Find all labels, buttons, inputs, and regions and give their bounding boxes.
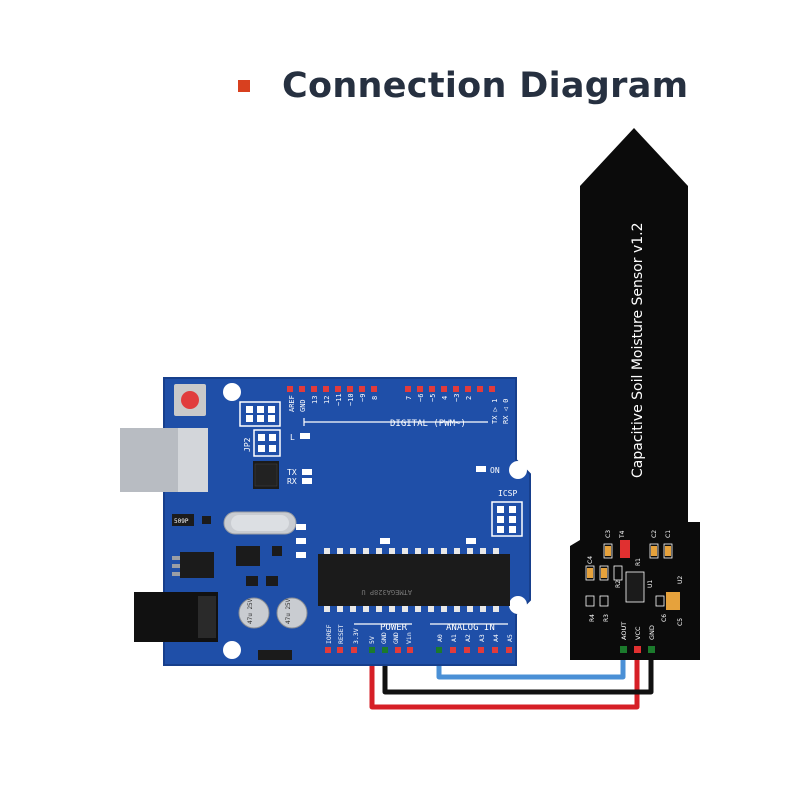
svg-text:GND: GND [648, 625, 656, 640]
svg-text:~11: ~11 [335, 393, 343, 406]
svg-text:~9: ~9 [359, 394, 367, 402]
svg-text:47u 25V: 47u 25V [285, 598, 292, 624]
crystal-label: 509P [174, 518, 189, 525]
svg-text:A1: A1 [450, 634, 458, 642]
svg-text:TX ▷ 1: TX ▷ 1 [491, 399, 499, 424]
svg-text:U2: U2 [677, 576, 684, 584]
svg-text:R4: R4 [589, 614, 596, 622]
svg-text:RX ◁ 0: RX ◁ 0 [502, 399, 510, 424]
svg-text:C2: C2 [651, 530, 658, 538]
svg-text:3.3V: 3.3V [352, 628, 360, 644]
capacitor-2: 47u 25V [276, 597, 308, 629]
jp2-label: JP2 [243, 437, 252, 452]
svg-text:~10: ~10 [347, 393, 355, 406]
icsp-label: ICSP [498, 489, 517, 498]
sensor-name: Capacitive Soil Moisture Sensor v1.2 [630, 222, 646, 478]
svg-text:GND: GND [380, 632, 388, 644]
led-tx-label: TX [287, 468, 297, 477]
mount-hole [509, 596, 527, 614]
svg-text:8: 8 [371, 396, 379, 400]
svg-text:4: 4 [441, 396, 449, 400]
mount-hole [223, 641, 241, 659]
svg-text:7: 7 [405, 396, 413, 400]
svg-text:RESET: RESET [337, 624, 345, 644]
svg-text:VCC: VCC [634, 626, 642, 640]
board-pcb [163, 377, 531, 666]
svg-text:12: 12 [323, 396, 331, 404]
analog-label: ANALOG IN [446, 623, 495, 633]
svg-text:C5: C5 [677, 618, 684, 626]
svg-text:IOREF: IOREF [325, 624, 333, 644]
svg-text:C1: C1 [665, 530, 672, 538]
atmega-chip: ATMEGA328P U [318, 548, 510, 612]
svg-text:47u 25V: 47u 25V [247, 598, 254, 624]
digital-label: DIGITAL (PWM~) [390, 419, 466, 429]
svg-text:A2: A2 [464, 634, 472, 642]
wire-5v-to-vcc [369, 650, 640, 710]
power-label: POWER [380, 623, 408, 633]
svg-text:C4: C4 [587, 556, 594, 564]
led-rx-label: RX [287, 477, 297, 486]
power-header: IOREF RESET 3.3V 5V GND GND Vin [325, 624, 413, 653]
led-l-label: L [290, 433, 295, 442]
svg-text:T4: T4 [619, 530, 626, 539]
svg-text:~3: ~3 [453, 394, 461, 402]
arduino-board: JP2 L TX RX ON ICSP 509P [120, 377, 531, 666]
sensor-probe [570, 128, 700, 660]
svg-text:C6: C6 [661, 614, 668, 622]
svg-text:~6: ~6 [417, 394, 425, 402]
svg-text:ATMEGA328P U: ATMEGA328P U [361, 588, 412, 596]
title-bullet [238, 80, 250, 92]
svg-text:13: 13 [311, 396, 319, 404]
svg-text:AREF: AREF [288, 395, 296, 412]
sensor-pins: AOUT VCC GND [620, 622, 656, 653]
svg-text:A4: A4 [492, 634, 500, 642]
svg-text:AOUT: AOUT [620, 622, 628, 640]
on-label: ON [490, 466, 500, 475]
svg-text:U1: U1 [647, 580, 654, 588]
svg-text:5V: 5V [368, 636, 376, 644]
svg-text:2: 2 [465, 396, 473, 400]
analog-header: A0 A1 A2 A3 A4 A5 [436, 634, 514, 653]
diagram-title: Connection Diagram [238, 66, 688, 106]
voltage-regulator [180, 552, 214, 578]
capacitor-1: 47u 25V [238, 597, 270, 629]
title-text: Connection Diagram [282, 66, 689, 106]
svg-text:A3: A3 [478, 634, 486, 642]
svg-text:R2: R2 [615, 580, 622, 588]
svg-text:GND: GND [392, 632, 400, 644]
wire-gnd-to-gnd [382, 650, 654, 695]
soil-moisture-sensor: Capacitive Soil Moisture Sensor v1.2 C3 … [570, 128, 700, 660]
svg-text:C3: C3 [605, 530, 612, 538]
svg-text:A5: A5 [506, 634, 514, 642]
digital-header: AREF GND 13 12 ~11 ~10 ~9 8 7 ~6 ~5 4 ~3… [287, 386, 510, 429]
svg-text:R1: R1 [635, 558, 642, 566]
svg-text:A0: A0 [436, 634, 444, 642]
svg-text:Vin: Vin [405, 632, 413, 644]
svg-text:R3: R3 [603, 614, 610, 622]
mount-hole [223, 383, 241, 401]
svg-text:GND: GND [299, 399, 307, 412]
mount-hole [509, 461, 527, 479]
svg-text:~5: ~5 [429, 394, 437, 402]
